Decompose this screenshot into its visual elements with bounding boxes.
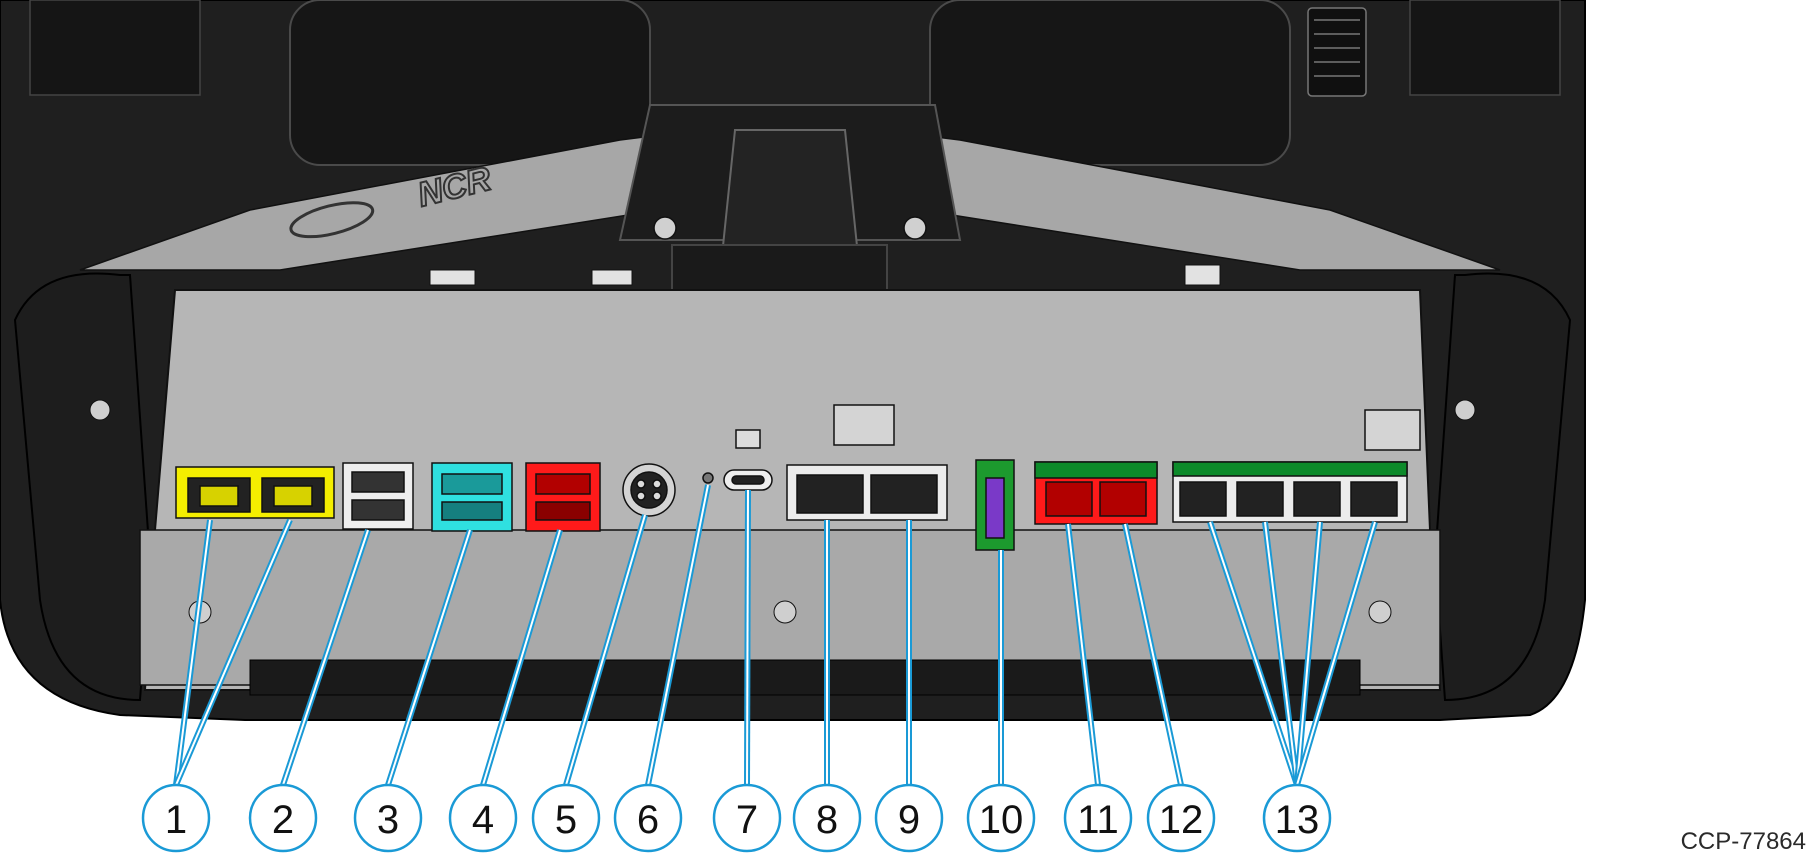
rj45-icon: [786, 404, 948, 521]
callout-12: 12: [1146, 783, 1216, 853]
callout-number: 9: [898, 798, 920, 842]
callout-circle: [1262, 783, 1332, 853]
powered-usb-icon: [431, 462, 513, 532]
switch-icon: [975, 459, 1015, 551]
leader-line-core: [647, 484, 709, 786]
leader-line-core: [175, 519, 291, 786]
callout-8: 8: [792, 783, 862, 853]
callout-leaders: [173, 484, 1378, 787]
callout-number: 3: [377, 798, 399, 842]
leader-line-core: [1209, 521, 1298, 786]
callout-number: 1: [165, 798, 187, 842]
callout-circle: [613, 783, 683, 853]
callout-1: 1: [141, 783, 211, 853]
callout-number: 6: [637, 798, 659, 842]
callout-circle: [248, 783, 318, 853]
leader-line-core: [282, 529, 369, 786]
callout-9: 9: [874, 783, 944, 853]
callout-circle: [1063, 783, 1133, 853]
callout-10: 10: [966, 783, 1036, 853]
callout-11: 11: [1063, 783, 1133, 853]
rj12-quad-icon: [1172, 409, 1421, 523]
callout-circle: [792, 783, 862, 853]
rj45-dual-icon: [175, 466, 335, 519]
callout-circle: [874, 783, 944, 853]
callout-number: 7: [736, 798, 758, 842]
dc-power-din-icon: [622, 463, 676, 517]
callout-circle: [712, 783, 782, 853]
leader-line-core: [1067, 523, 1099, 786]
powered-usb-red-icon: [525, 462, 601, 532]
callout-number: 8: [816, 798, 838, 842]
callout-circle: [353, 783, 423, 853]
usb-dual-icon: [342, 462, 414, 530]
callout-number: 5: [555, 798, 577, 842]
leader-line-core: [175, 519, 211, 786]
leader-line-core: [387, 529, 471, 786]
speaker-grille: [1307, 7, 1367, 97]
callout-7: 7: [712, 783, 782, 853]
callout-number: 10: [979, 798, 1024, 842]
callout-number: 4: [472, 798, 494, 842]
callout-number: 2: [272, 798, 294, 842]
leader-line-core: [565, 514, 646, 786]
callout-13: 13: [1262, 783, 1332, 853]
callout-number: 12: [1159, 798, 1204, 842]
callout-circle: [531, 783, 601, 853]
callout-number: 13: [1275, 798, 1320, 842]
callout-5: 5: [531, 783, 601, 853]
callout-circle: [448, 783, 518, 853]
callout-number: 11: [1077, 798, 1119, 842]
figure-id: CCP-77864: [1680, 828, 1806, 855]
callout-circle: [966, 783, 1036, 853]
callout-6: 6: [613, 783, 683, 853]
ports: [175, 404, 1421, 551]
led-indicator-icon: [702, 472, 714, 484]
leader-line-core: [482, 529, 561, 786]
callout-circle: [1146, 783, 1216, 853]
callout-circle: [141, 783, 211, 853]
leader-line-core: [746, 489, 749, 786]
leader-line-core: [1264, 521, 1298, 786]
leader-line-core: [1124, 523, 1182, 786]
powered-usb-red-icon: [1034, 461, 1158, 525]
callout-4: 4: [448, 783, 518, 853]
usb-c-icon: [723, 429, 773, 491]
leader-line-core: [1296, 521, 1321, 786]
callout-2: 2: [248, 783, 318, 853]
leader-line-core: [1296, 521, 1376, 786]
callout-3: 3: [353, 783, 423, 853]
